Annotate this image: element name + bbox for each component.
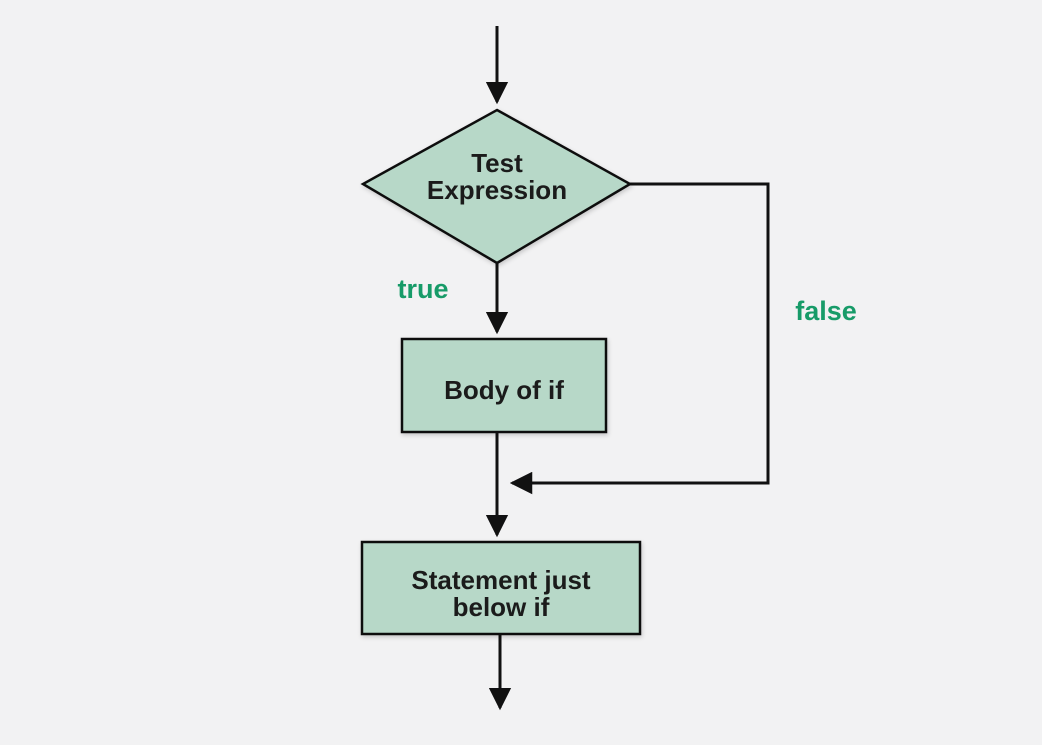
decision-label-line2: Expression	[427, 175, 567, 205]
process-body-of-if	[400, 337, 608, 434]
arrow-false-bypass	[509, 182, 770, 495]
decision-test-expression	[360, 108, 633, 265]
node-group	[360, 108, 642, 636]
decision-label-line1: Test	[471, 148, 523, 178]
true-branch-label: true	[397, 274, 448, 304]
statement-label-line2: below if	[453, 592, 550, 622]
body-of-if-label: Body of if	[444, 375, 564, 405]
process-statement-below-if	[360, 540, 642, 636]
false-branch-label: false	[795, 296, 857, 326]
statement-label-line1: Statement just	[411, 565, 590, 595]
